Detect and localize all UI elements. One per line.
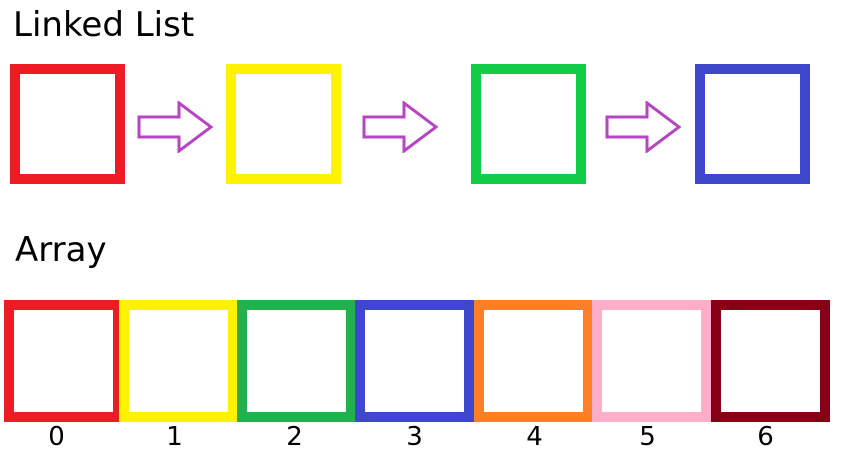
linked-list-node bbox=[226, 64, 341, 184]
array-index-label: 1 bbox=[166, 422, 183, 452]
array-cell bbox=[474, 300, 593, 422]
linked-list-node bbox=[695, 64, 810, 184]
array-title: Array bbox=[15, 230, 107, 270]
linked-list-title: Linked List bbox=[13, 5, 195, 45]
arrow-right-icon bbox=[605, 101, 681, 153]
array-cell bbox=[119, 300, 238, 422]
array-index-label: 2 bbox=[286, 422, 303, 452]
array-cell bbox=[711, 300, 830, 422]
arrow-right-icon bbox=[362, 101, 438, 153]
linked-list-node bbox=[10, 64, 125, 184]
array-index-label: 0 bbox=[48, 422, 65, 452]
array-cell bbox=[237, 300, 356, 422]
array-index-label: 4 bbox=[526, 422, 543, 452]
linked-list-node bbox=[471, 64, 586, 184]
array-index-label: 5 bbox=[639, 422, 656, 452]
array-index-label: 3 bbox=[406, 422, 423, 452]
array-index-label: 6 bbox=[757, 422, 774, 452]
array-cell bbox=[4, 300, 123, 422]
arrow-right-icon bbox=[137, 101, 213, 153]
array-cell bbox=[592, 300, 711, 422]
array-cell bbox=[355, 300, 474, 422]
